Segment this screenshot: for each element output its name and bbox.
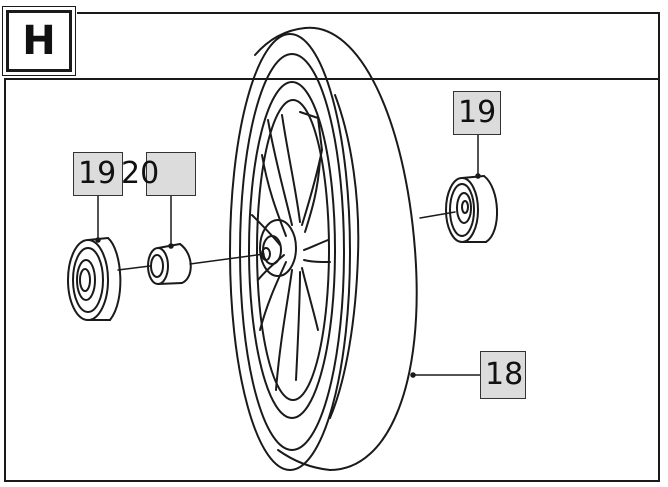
wheel-drawing xyxy=(229,26,418,471)
bearing-left-drawing xyxy=(67,237,122,321)
callout-wheel: 18 xyxy=(480,351,526,399)
bushing-left-drawing xyxy=(147,243,192,285)
diagram-frame-top xyxy=(77,12,660,80)
assembly-lines xyxy=(117,211,456,271)
bearing-right-drawing xyxy=(445,175,498,243)
step-label-box: H xyxy=(2,6,76,76)
leader-lines xyxy=(95,134,481,378)
callout-wheel-text: 18 xyxy=(485,357,524,392)
diagram-frame xyxy=(4,78,660,482)
callout-bushing-left: 20 xyxy=(121,152,196,196)
callout-bearing-left: 19 xyxy=(73,152,123,196)
callout-bushing-left-text: 20 xyxy=(121,156,160,191)
step-letter: H xyxy=(22,18,56,64)
callout-bearing-left-text: 19 xyxy=(78,156,117,191)
callout-bearing-right-text: 19 xyxy=(458,95,497,130)
callout-bearing-right: 19 xyxy=(453,91,501,135)
